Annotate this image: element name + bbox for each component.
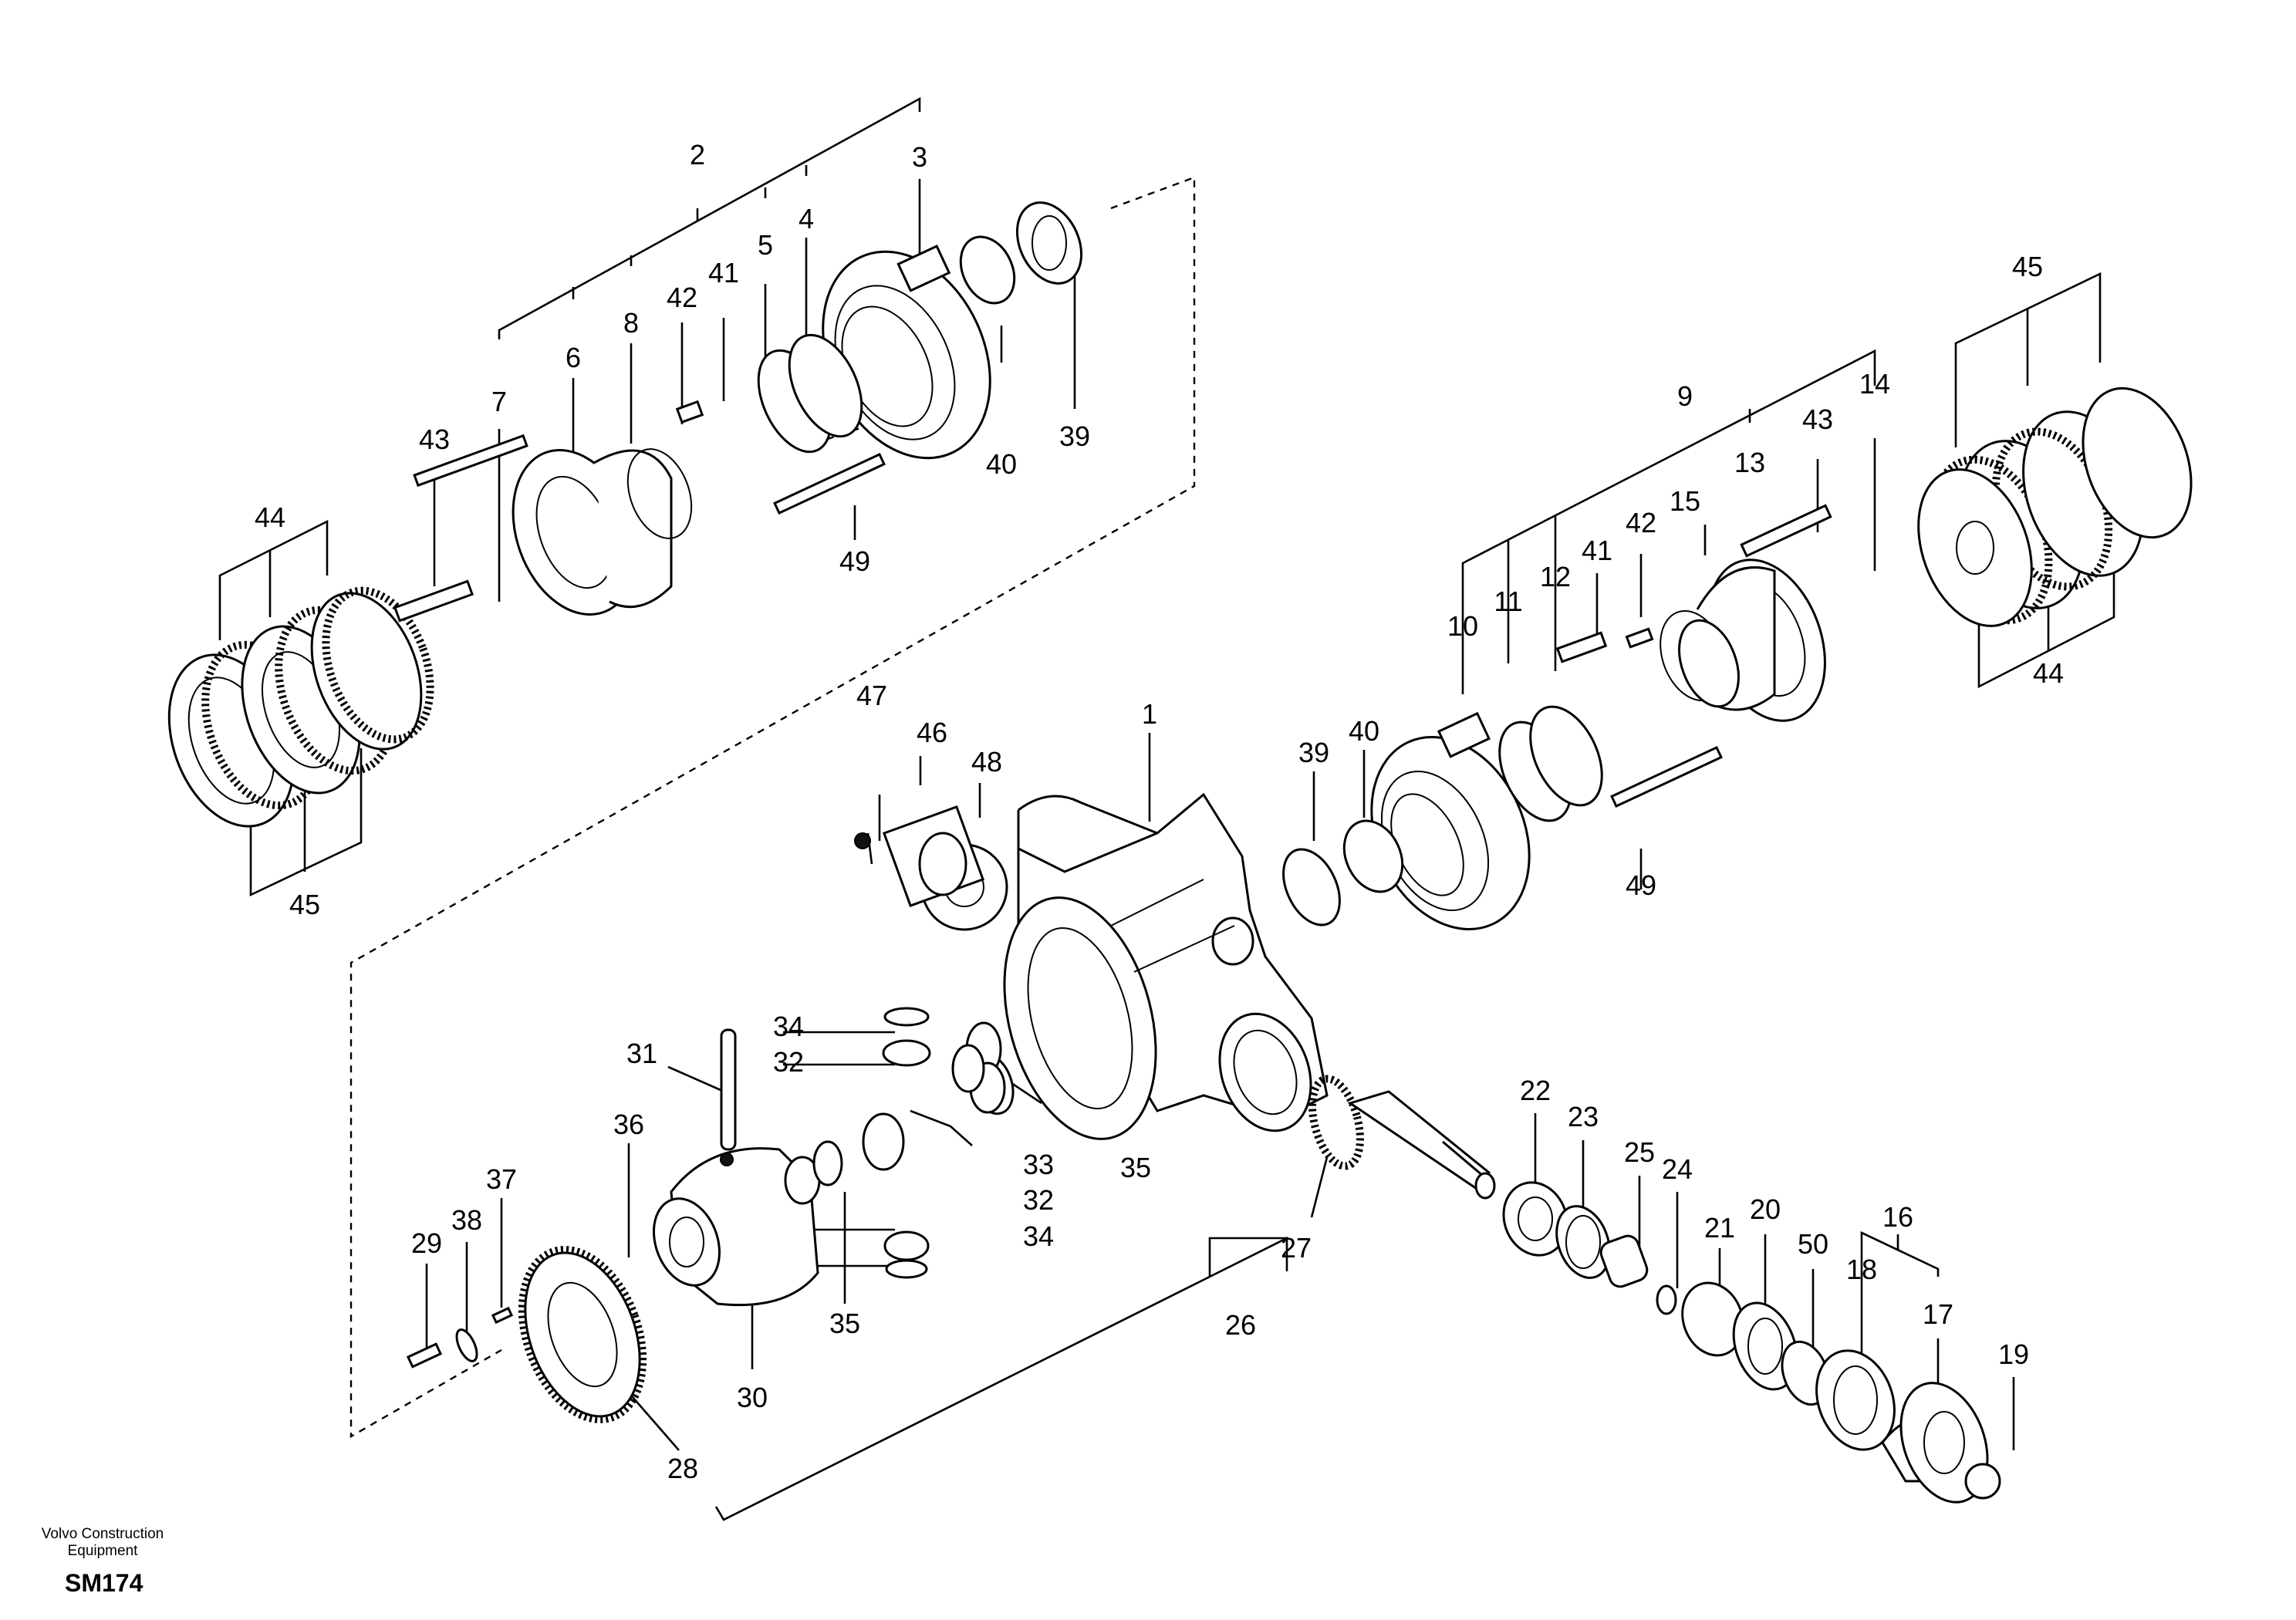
callout-31: 31 bbox=[626, 1038, 657, 1069]
callout-45-left: 45 bbox=[289, 889, 320, 920]
part-pinion-shaft bbox=[1308, 1075, 1496, 1200]
callout-22: 22 bbox=[1520, 1075, 1551, 1106]
callout-4: 4 bbox=[799, 203, 814, 235]
callout-45-right: 45 bbox=[2012, 251, 2043, 282]
callout-46: 46 bbox=[917, 717, 947, 748]
brand-line-1: Volvo Construction bbox=[41, 1526, 164, 1542]
callout-37: 37 bbox=[486, 1163, 517, 1195]
callout-25: 25 bbox=[1624, 1136, 1655, 1168]
callout-41-right: 41 bbox=[1582, 535, 1612, 566]
part-right-piston bbox=[1660, 559, 1826, 722]
callout-35-lower: 35 bbox=[829, 1308, 860, 1339]
callout-44-right: 44 bbox=[2033, 657, 2064, 689]
callout-34-upper: 34 bbox=[773, 1011, 804, 1042]
callout-labels: 1 2 3 4 5 6 7 8 9 10 11 12 13 14 15 16 1… bbox=[255, 139, 2064, 1484]
callout-15: 15 bbox=[1670, 485, 1700, 517]
part-small-items bbox=[393, 201, 1832, 1369]
diagram-code: SM174 bbox=[65, 1569, 144, 1597]
part-left-discs bbox=[167, 586, 434, 828]
callout-6: 6 bbox=[566, 342, 581, 373]
callout-18: 18 bbox=[1846, 1254, 1877, 1285]
part-right-bearing-housing bbox=[1370, 711, 1531, 930]
callout-20: 20 bbox=[1750, 1193, 1781, 1225]
callout-12: 12 bbox=[1540, 561, 1571, 592]
callout-44-left: 44 bbox=[255, 501, 285, 533]
callout-40-lower: 40 bbox=[1349, 715, 1379, 747]
part-left-piston bbox=[512, 448, 693, 616]
callout-26: 26 bbox=[1225, 1309, 1256, 1341]
callout-32-lower: 32 bbox=[1023, 1184, 1054, 1216]
callout-11: 11 bbox=[1494, 586, 1522, 617]
callout-33: 33 bbox=[1023, 1149, 1054, 1180]
leader-lines bbox=[218, 96, 2115, 1521]
callout-13: 13 bbox=[1734, 447, 1765, 478]
part-right-discs bbox=[1917, 386, 2193, 627]
callout-48: 48 bbox=[971, 746, 1002, 778]
callout-14: 14 bbox=[1859, 368, 1890, 400]
callout-27: 27 bbox=[1281, 1232, 1312, 1264]
callout-21: 21 bbox=[1704, 1212, 1735, 1244]
callout-34-lower: 34 bbox=[1023, 1220, 1054, 1252]
part-crown-wheel bbox=[518, 1246, 647, 1423]
callout-2: 2 bbox=[690, 139, 705, 170]
callout-42-right: 42 bbox=[1626, 507, 1656, 538]
callout-39-upper: 39 bbox=[1059, 420, 1090, 452]
callout-43-left: 43 bbox=[419, 424, 450, 455]
callout-49-left: 49 bbox=[839, 545, 870, 577]
callout-38: 38 bbox=[451, 1204, 482, 1236]
callout-35-upper: 35 bbox=[1120, 1152, 1151, 1183]
callout-17: 17 bbox=[1923, 1298, 1953, 1330]
callout-42-left: 42 bbox=[667, 282, 697, 313]
callout-47: 47 bbox=[856, 680, 887, 711]
callout-49-right: 49 bbox=[1626, 869, 1656, 901]
part-axle-housing bbox=[1003, 792, 1329, 1140]
part-flange-nut bbox=[1881, 1382, 2001, 1504]
callout-10: 10 bbox=[1447, 610, 1478, 642]
callout-3: 3 bbox=[912, 141, 927, 173]
brand-caption: Volvo Construction Equipment bbox=[14, 1526, 191, 1560]
part-differential bbox=[652, 1147, 821, 1307]
callout-7: 7 bbox=[491, 386, 507, 417]
callout-28: 28 bbox=[667, 1453, 698, 1484]
callout-40-upper: 40 bbox=[986, 448, 1017, 480]
callout-50: 50 bbox=[1798, 1228, 1828, 1260]
callout-5: 5 bbox=[758, 229, 773, 261]
callout-32-upper: 32 bbox=[773, 1046, 804, 1078]
callout-1: 1 bbox=[1142, 698, 1157, 730]
callout-39-lower: 39 bbox=[1298, 737, 1329, 768]
callout-41-left: 41 bbox=[708, 257, 739, 289]
callout-8: 8 bbox=[623, 307, 639, 339]
callout-16: 16 bbox=[1882, 1201, 1913, 1233]
callout-36: 36 bbox=[613, 1109, 644, 1140]
callout-19: 19 bbox=[1998, 1338, 2029, 1370]
brand-line-2: Equipment bbox=[67, 1543, 138, 1559]
callout-9: 9 bbox=[1677, 380, 1693, 412]
callout-24: 24 bbox=[1662, 1153, 1693, 1185]
callout-29: 29 bbox=[411, 1227, 442, 1259]
callout-43-right: 43 bbox=[1802, 403, 1833, 435]
callout-30: 30 bbox=[737, 1382, 768, 1413]
part-pinion-bearings-seals bbox=[1502, 1181, 1896, 1451]
callout-23: 23 bbox=[1568, 1101, 1599, 1132]
